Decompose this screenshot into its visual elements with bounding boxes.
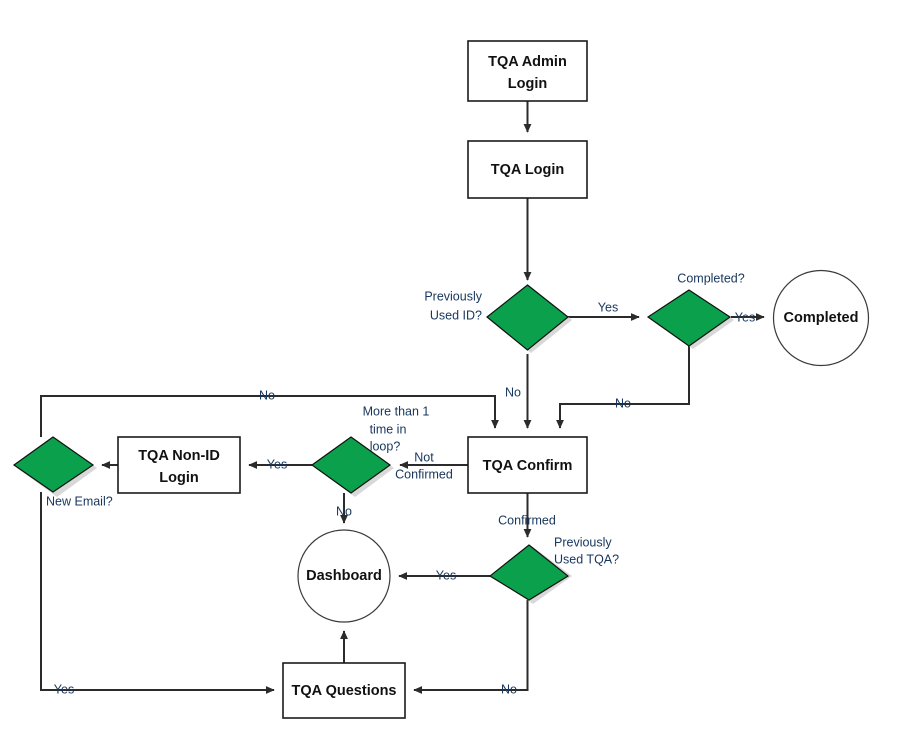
edge-label-confirm-confirmed: Confirmed (498, 513, 556, 527)
more-than-one-loop-label-line2: time in (370, 422, 407, 436)
tqa-confirm-box[interactable] (467, 436, 588, 494)
previously-used-id-label-line2: Used ID? (430, 308, 482, 322)
more-than-one-loop-diamond[interactable] (310, 436, 392, 494)
previously-used-tqa-label-line2: Used TQA? (554, 552, 619, 566)
edge-label-prevusedtqa-no: No (501, 682, 517, 696)
edge-label-prevusedtqa-yes: Yes (436, 568, 456, 582)
tqa-admin-login-label-line2: Login (508, 76, 547, 92)
tqa-admin-login-label-line1: TQA Admin (488, 54, 567, 70)
tqa-login-label: TQA Login (491, 162, 565, 178)
tqa-nonid-login-label-line2: Login (159, 470, 198, 486)
completed-question-label: Completed? (677, 271, 744, 285)
previously-used-tqa-label-line1: Previously (554, 535, 612, 549)
completed-terminal-label: Completed (784, 310, 859, 326)
node-dashboard[interactable]: Dashboard (297, 529, 391, 623)
node-tqa-questions[interactable]: TQA Questions (282, 662, 406, 719)
node-tqa-admin-login[interactable]: TQA Admin Login (467, 40, 588, 102)
previously-used-id-label-line1: Previously (424, 289, 482, 303)
edge-label-completedq-yes: Yes (735, 310, 755, 324)
edge-label-prevusedid-yes: Yes (598, 300, 618, 314)
node-tqa-nonid-login[interactable]: TQA Non-ID Login (117, 436, 241, 494)
new-email-diamond[interactable] (12, 436, 95, 493)
node-tqa-confirm[interactable]: TQA Confirm (467, 436, 588, 494)
dashboard-label: Dashboard (306, 568, 382, 584)
previously-used-id-diamond[interactable] (486, 284, 569, 351)
completed-terminal-circle[interactable] (772, 269, 870, 367)
edge-label-completedq-no: No (615, 396, 631, 410)
node-tqa-login[interactable]: TQA Login (467, 140, 588, 199)
dashboard-circle[interactable] (297, 529, 391, 623)
tqa-nonid-login-box[interactable] (117, 436, 241, 494)
node-completed-terminal[interactable]: Completed (772, 269, 870, 367)
edge-completedq-no-to-confirm (555, 346, 690, 429)
more-than-one-loop-label-line3: loop? (370, 439, 401, 453)
tqa-admin-login-box[interactable] (467, 40, 588, 102)
node-previously-used-id[interactable]: Previously Used ID? (424, 284, 572, 353)
node-completed-question[interactable]: Completed? (646, 271, 745, 349)
edge-label-prevusedid-no: No (505, 385, 521, 399)
edge-label-newemail-yes: Yes (54, 682, 74, 696)
edge-label-newemail-no: No (259, 388, 275, 402)
edge-label-morethan1-no: No (336, 504, 352, 518)
edge-label-not-confirmed-line1: Not (414, 450, 434, 464)
new-email-label: New Email? (46, 494, 113, 508)
node-previously-used-tqa[interactable]: Previously Used TQA? (488, 535, 619, 604)
edges-layer (40, 101, 765, 695)
tqa-nonid-login-label-line1: TQA Non-ID (138, 448, 220, 464)
edge-label-not-confirmed-line2: Confirmed (395, 467, 453, 481)
tqa-confirm-label: TQA Confirm (483, 458, 573, 474)
previously-used-tqa-diamond[interactable] (488, 544, 570, 601)
edge-newemail-no-to-confirm (40, 395, 499, 437)
node-new-email[interactable]: New Email? (12, 436, 113, 508)
completed-question-diamond[interactable] (646, 289, 732, 347)
edge-newemail-yes-to-questions (40, 492, 275, 695)
edge-prevusedtqa-no-to-questions (413, 600, 529, 694)
more-than-one-loop-label-line1: More than 1 (363, 404, 430, 418)
node-more-than-one-loop[interactable]: More than 1 time in loop? (310, 404, 430, 497)
tqa-questions-box[interactable] (282, 662, 406, 719)
tqa-questions-label: TQA Questions (292, 683, 397, 699)
tqa-login-box[interactable] (467, 140, 588, 199)
edge-labels-layer: Yes Yes No No Not Confirmed Yes No No Ye… (54, 300, 755, 696)
edge-label-morethan1-yes: Yes (267, 457, 287, 471)
